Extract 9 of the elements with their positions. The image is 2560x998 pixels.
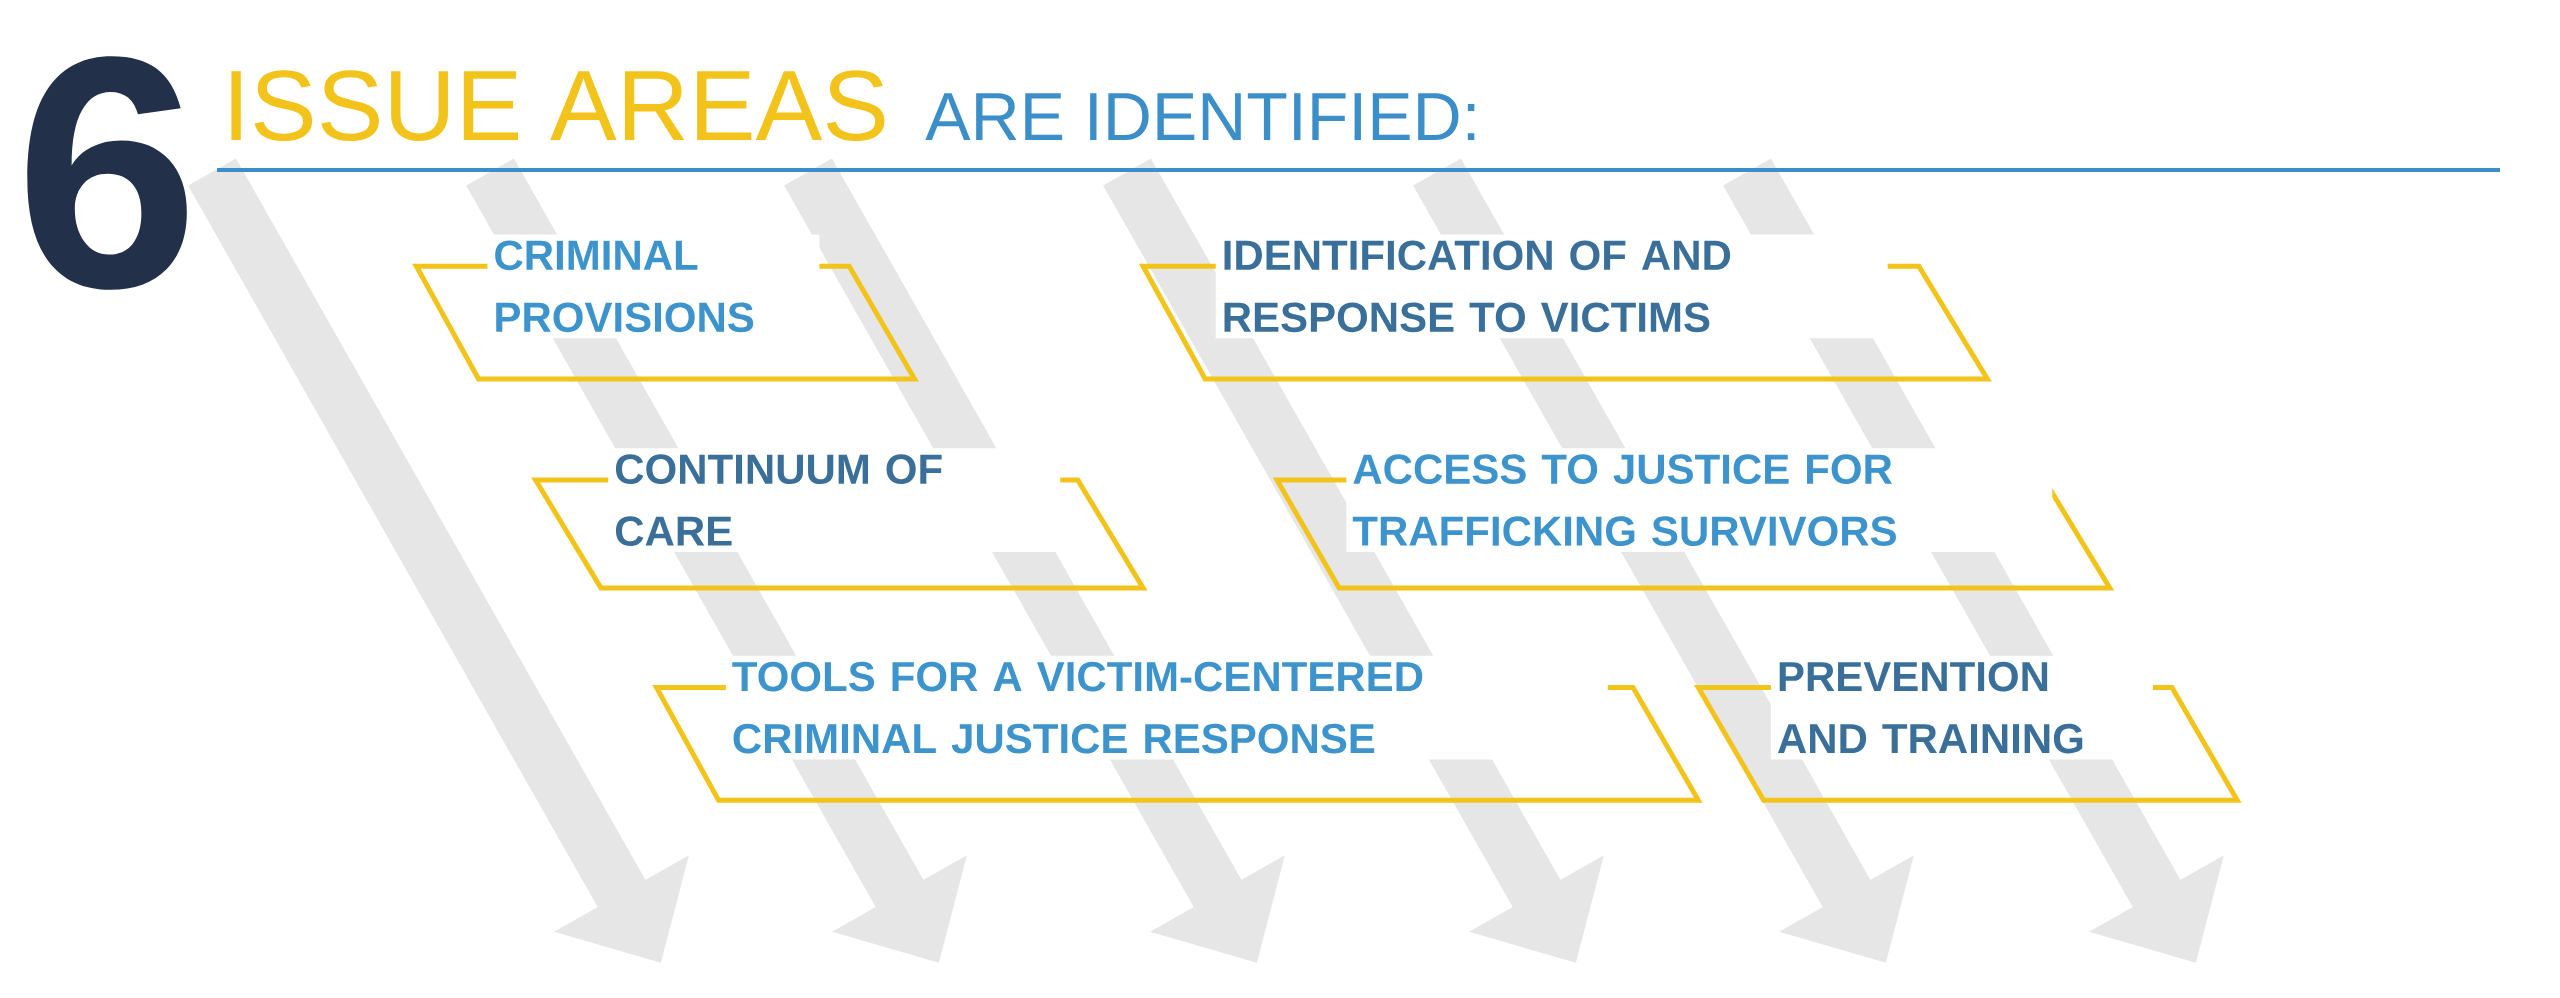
node-label: PREVENTION (1779, 661, 2048, 692)
heading-text: ISSUE AREAS (231, 70, 885, 141)
node-label: TOOLS FOR A VICTIM-CENTERED (732, 661, 1423, 692)
heading-text: ARE IDENTIFIED: (925, 93, 1475, 140)
node-label: ACCESS TO JUSTICE FOR (1353, 454, 1893, 485)
node-label: CRIMINAL (495, 240, 698, 271)
node-label: IDENTIFICATION OF AND (1224, 240, 1731, 271)
node-label: CONTINUUM OF (615, 454, 942, 485)
big-number: 6 (27, 56, 187, 290)
